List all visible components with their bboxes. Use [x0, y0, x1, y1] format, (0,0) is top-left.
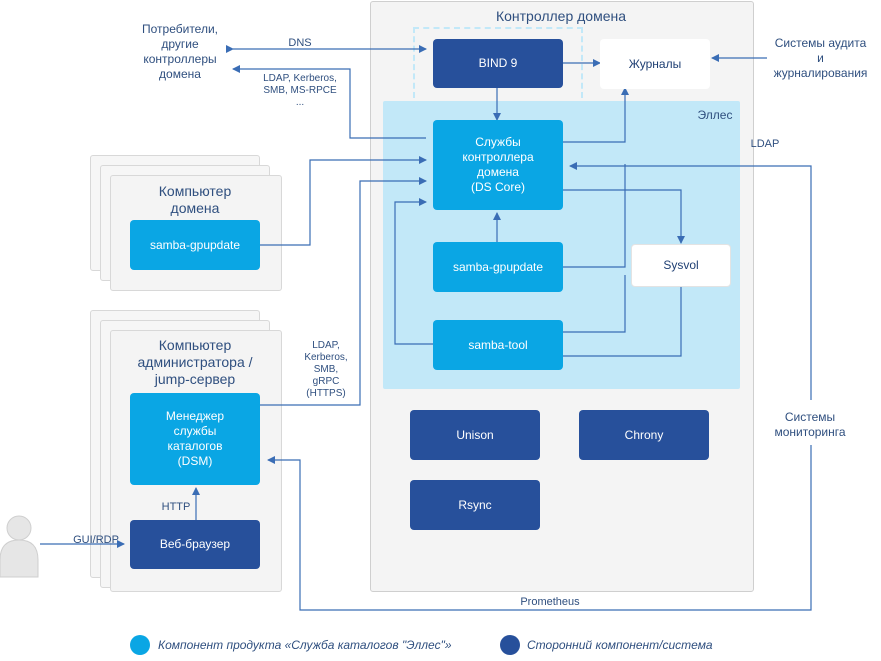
- journals-box[interactable]: Журналы: [600, 39, 710, 89]
- legend-product-text: Компонент продукта «Служба каталогов "Эл…: [158, 638, 452, 652]
- samba-tool-box[interactable]: samba-tool: [433, 320, 563, 370]
- edge-gpupdate-journals: [563, 164, 626, 268]
- ldap-label: LDAP: [750, 138, 780, 150]
- consumers-label: Потребители, другие контроллеры домена: [142, 22, 218, 81]
- chrony-box[interactable]: Chrony: [579, 410, 709, 460]
- admin-computer-title: Компьютер администратора / jump-сервер: [137, 337, 253, 387]
- gpupdate-client-box[interactable]: samba-gpupdate: [130, 220, 260, 270]
- ldap-grpc-label: LDAP, Kerberos, SMB, gRPC (HTTPS): [304, 340, 348, 399]
- edge-monitoring-ldap: [569, 162, 812, 400]
- legend-product-dot: [130, 635, 150, 655]
- edge-tool-sysvol: [563, 287, 682, 357]
- legend-third-party-dot: [500, 635, 520, 655]
- edge-consumers-ds: [232, 65, 426, 139]
- dsm-box[interactable]: Менеджер службы каталогов (DSM): [130, 393, 260, 485]
- edge-tool-ds: [394, 198, 433, 345]
- edge-ds-journals: [563, 87, 629, 143]
- domain-computer-title: Компьютер домена: [158, 183, 232, 216]
- ldap-kerberos-label: LDAP, Kerberos, SMB, MS-RPCE ...: [263, 73, 337, 108]
- edge-client-gpupdate-ds: [260, 156, 427, 246]
- gui-rdp-label: GUI/RDP: [73, 534, 119, 546]
- edge-dsm-ds: [260, 177, 427, 406]
- edge-ds-sysvol: [563, 189, 685, 244]
- legend-third-party-text: Сторонний компонент/система: [527, 638, 713, 652]
- edge-tool-journals: [563, 275, 626, 333]
- ds-core-box[interactable]: Службы контроллера домена (DS Core): [433, 120, 563, 210]
- edge-prometheus: [267, 445, 812, 611]
- gpupdate-server-box[interactable]: samba-gpupdate: [433, 242, 563, 292]
- monitoring-label: Системы мониторинга: [774, 410, 846, 439]
- sysvol-box[interactable]: Sysvol: [631, 244, 731, 287]
- unison-box[interactable]: Unison: [410, 410, 540, 460]
- browser-box[interactable]: Веб-браузер: [130, 520, 260, 569]
- http-label: HTTP: [161, 501, 191, 513]
- elles-label: Эллес: [697, 108, 733, 122]
- rsync-box[interactable]: Rsync: [410, 480, 540, 530]
- prometheus-label: Prometheus: [520, 596, 580, 608]
- user-icon: [0, 515, 39, 578]
- audit-label: Системы аудита и журналирования: [773, 36, 868, 80]
- bind9-box[interactable]: BIND 9: [433, 39, 563, 88]
- domain-controller-title: Контроллер домена: [495, 8, 627, 24]
- dns-label: DNS: [288, 37, 312, 49]
